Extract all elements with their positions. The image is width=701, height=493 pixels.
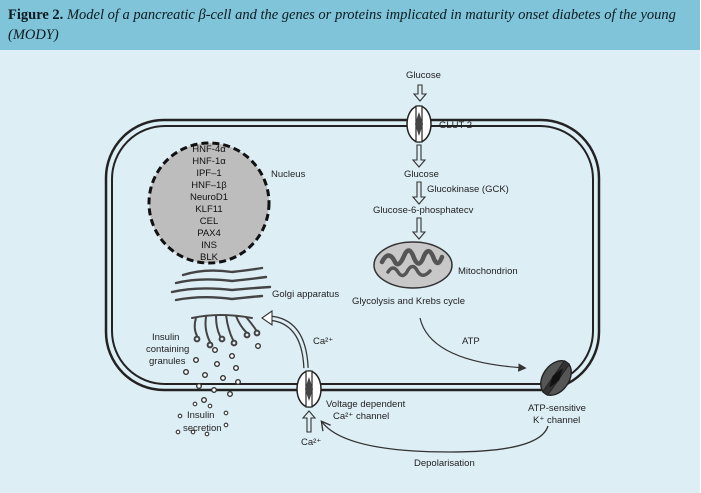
glucose-top-label: Glucose [406,70,441,81]
glut2-to-glucose-arrow [411,144,427,168]
figure-label: Figure 2. [8,7,64,23]
nucleus-gene: INS [201,240,217,251]
nucleus-gene: IPF–1 [196,168,221,179]
golgi-network [191,314,261,349]
granules-label-line2: containing [146,344,189,355]
ca-lower-label: Ca²⁺ [301,437,321,448]
nucleus-gene: PAX4 [197,228,221,239]
nucleus-gene: BLK [200,252,219,263]
granules-label-line1: Insulin [152,332,179,343]
secretion-label-line1: Insulin [187,410,214,421]
ca-upper-label: Ca²⁺ [313,336,333,347]
nucleus-label: Nucleus [271,169,306,180]
nucleus-gene: HNF–1β [191,180,227,191]
secretion-label-line2: secretion [183,423,222,434]
secreted-insulin [175,401,229,437]
katp-label-line2: K⁺ channel [533,415,580,426]
glucokinase-label: Glucokinase (GCK) [427,184,509,195]
glucose-entry-arrow [412,84,428,102]
caption-bar: Figure 2. Model of a pancreatic β-cell a… [0,0,700,50]
beta-cell-diagram: Glucose GLUT 2 Glucose Glucokinase (GCK)… [104,70,601,469]
nucleus-gene: HNF-1α [192,156,226,167]
glucose-inner-label: Glucose [404,169,439,180]
depolarisation-arrow [320,420,549,453]
atp-arrow [419,317,527,372]
figure-caption: Figure 2. Model of a pancreatic β-cell a… [8,5,692,45]
nucleus-gene: HNF-4α [192,144,226,155]
cell-membrane [104,118,601,392]
granules-label-line3: granules [149,356,186,367]
golgi-apparatus [170,266,272,302]
g6p-to-mito-arrow [411,217,427,240]
insulin-granules [182,343,261,404]
figure-title: Model of a pancreatic β-cell and the gen… [8,7,676,43]
glycolysis-label: Glycolysis and Krebs cycle [352,296,465,307]
mitochondrion [373,241,453,289]
glucokinase-arrow [411,181,427,205]
glut2-label: GLUT 2 [439,120,472,131]
nucleus-gene: NeuroD1 [190,192,228,203]
golgi-label: Golgi apparatus [272,289,339,300]
ca-channel-label-line1: Voltage dependent [326,399,406,410]
nucleus [147,141,271,265]
nucleus-gene: KLF11 [195,204,222,215]
nucleus-gene: CEL [200,216,218,227]
nucleus-gene-list: HNF-4αHNF-1αIPF–1HNF–1βNeuroD1KLF11CELPA… [190,144,228,263]
atp-label: ATP [462,336,480,347]
calcium-to-granules-arrow [261,309,309,369]
calcium-entry-arrow [301,410,317,433]
g6p-label: Glucose-6-phosphatecv [373,205,474,216]
katp-channel [540,360,572,396]
glut2-transporter [406,105,432,143]
mitochondrion-label: Mitochondrion [458,266,518,277]
depolarisation-label: Depolarisation [414,458,475,469]
calcium-channel [296,370,322,408]
katp-label-line1: ATP-sensitive [528,403,586,414]
ca-channel-label-line2: Ca²⁺ channel [333,411,389,422]
